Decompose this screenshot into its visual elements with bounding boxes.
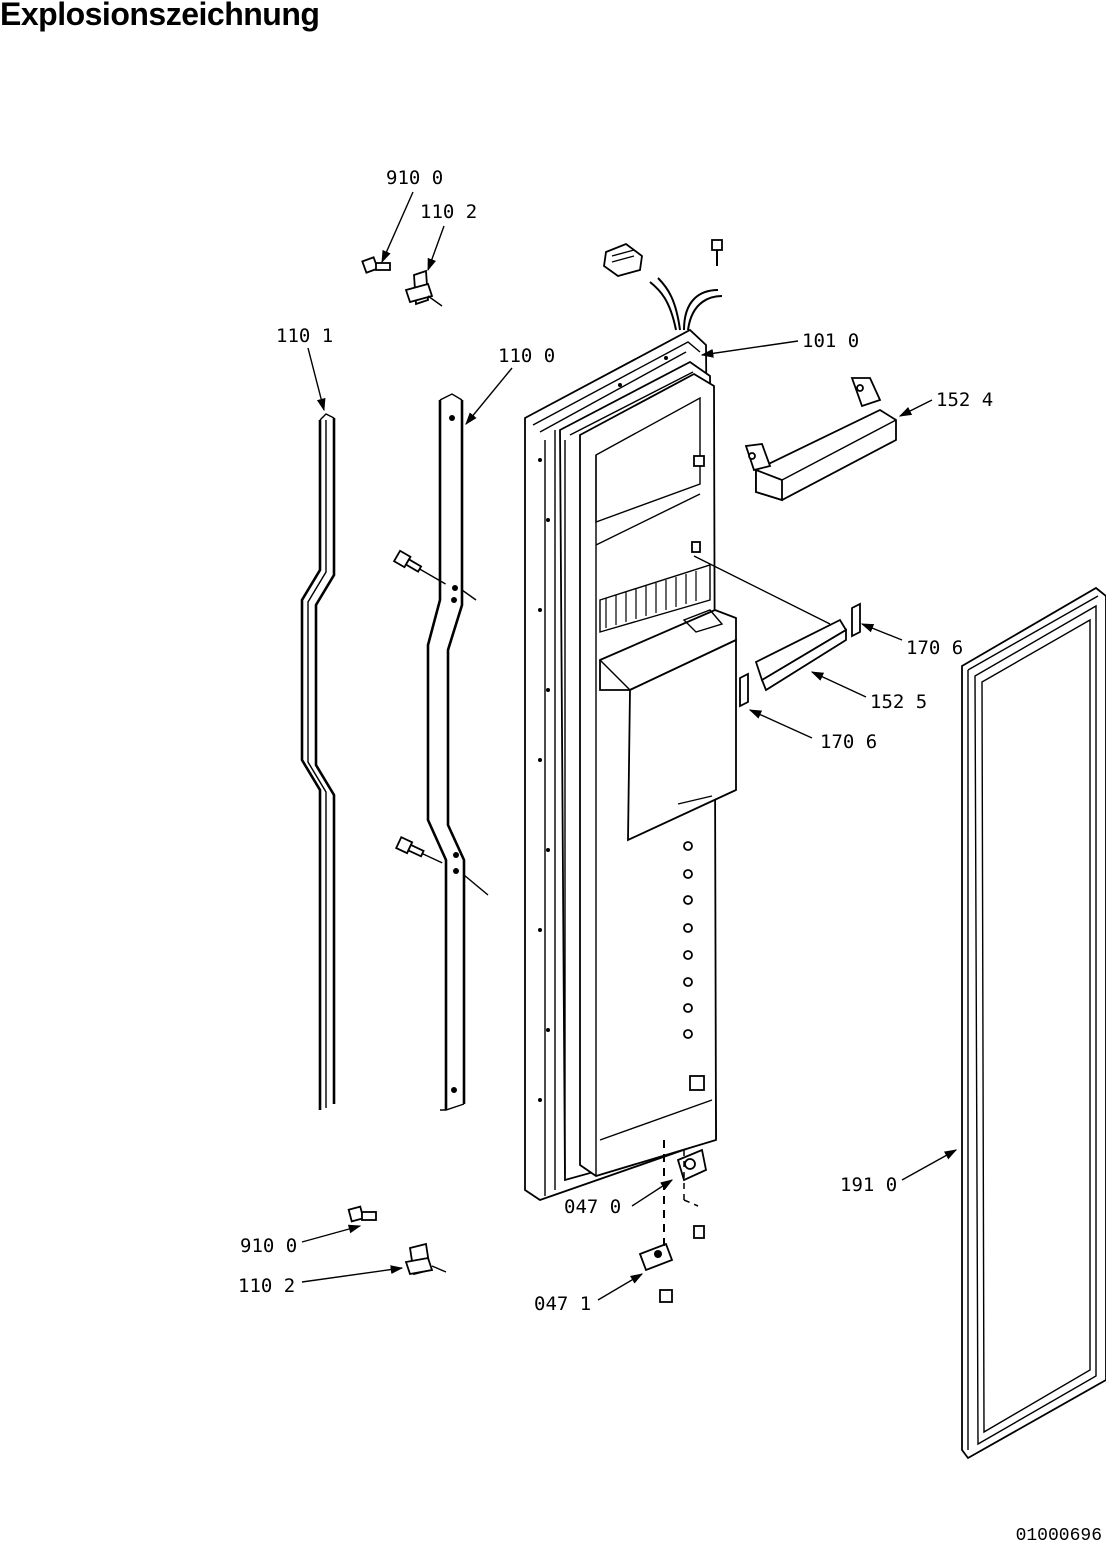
callout-152-4: 152 4 bbox=[936, 389, 993, 411]
handle-rail-part bbox=[300, 413, 336, 1110]
dispenser-housing bbox=[579, 372, 737, 1177]
screws bbox=[392, 549, 446, 864]
handle-clip-bottom bbox=[347, 1205, 447, 1276]
callout-110-1: 110 1 bbox=[276, 325, 333, 347]
door-gasket bbox=[961, 586, 1106, 1460]
leader-lines bbox=[301, 191, 958, 1301]
end-caps bbox=[739, 602, 861, 708]
wire-harness-connector bbox=[603, 239, 723, 331]
callout-170-6-top: 170 6 bbox=[906, 637, 963, 659]
callout-047-1: 047 1 bbox=[534, 1293, 591, 1315]
callout-110-2-bottom: 110 2 bbox=[238, 1275, 295, 1297]
callout-152-5: 152 5 bbox=[870, 691, 927, 713]
handle-clip-top bbox=[361, 256, 443, 307]
callout-170-6-bottom: 170 6 bbox=[820, 731, 877, 753]
callout-047-0: 047 0 bbox=[564, 1196, 621, 1218]
page-title: Explosionszeichnung bbox=[0, 0, 320, 32]
callout-110-2-top: 110 2 bbox=[420, 201, 477, 223]
handle-retainer-part bbox=[426, 393, 489, 1111]
callout-labels: 910 0 110 2 110 1 110 0 101 0 152 4 170 … bbox=[238, 167, 993, 1315]
hinge-brackets bbox=[638, 1140, 708, 1303]
callout-110-0: 110 0 bbox=[498, 345, 555, 367]
drawing-number: 01000696 bbox=[1015, 1526, 1102, 1546]
callout-191-0: 191 0 bbox=[840, 1174, 897, 1196]
callout-910-0-top: 910 0 bbox=[386, 167, 443, 189]
trim-strip bbox=[693, 555, 848, 692]
callout-101-0: 101 0 bbox=[802, 330, 859, 352]
callout-910-0-bottom: 910 0 bbox=[240, 1235, 297, 1257]
door-bin bbox=[744, 377, 897, 502]
